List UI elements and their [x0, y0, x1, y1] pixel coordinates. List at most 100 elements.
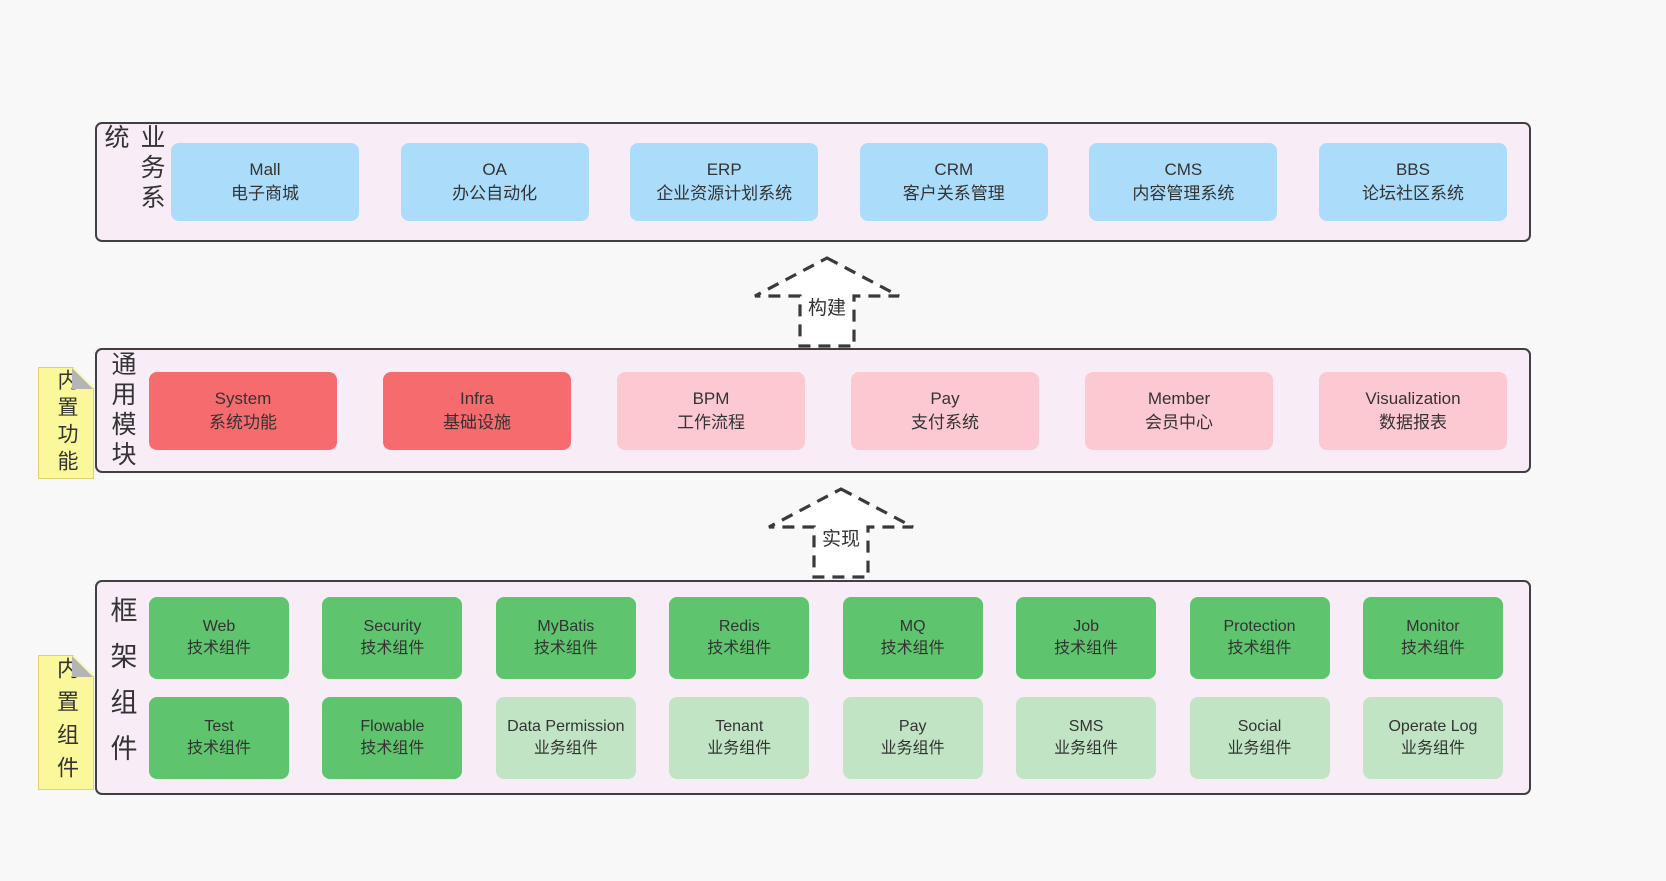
box-visualization: Visualization 数据报表: [1319, 371, 1507, 450]
box-subtitle: 业务组件: [1400, 739, 1465, 757]
box-title: Data Permission: [507, 718, 625, 736]
box-subtitle: 技术组件: [186, 639, 251, 657]
box-subtitle: 内容管理系统: [1132, 184, 1235, 203]
box-subtitle: 业务组件: [1054, 739, 1119, 757]
box-tenant: Tenant 业务组件: [669, 696, 810, 779]
box-bpm: BPM 工作流程: [617, 371, 805, 450]
box-mybatis: MyBatis 技术组件: [495, 596, 636, 679]
box-mq: MQ 技术组件: [842, 596, 983, 679]
box-test: Test 技术组件: [149, 696, 289, 779]
band-label-common-modules: 通用模块: [108, 350, 136, 471]
common-modules-row: System 系统功能 Infra 基础设施 BPM 工作流程 Pay 支付系统…: [147, 371, 1529, 450]
box-operate-log: Operate Log 业务组件: [1362, 696, 1503, 779]
box-title: Protection: [1223, 618, 1296, 636]
box-title: Operate Log: [1388, 718, 1478, 736]
business-systems-row: Mall 电子商城 OA 办公自动化 ERP 企业资源计划系统 CRM 客户关系…: [169, 143, 1529, 221]
box-monitor: Monitor 技术组件: [1362, 596, 1503, 679]
box-title: Test: [204, 718, 234, 736]
box-bbs: BBS 论坛社区系统: [1318, 143, 1507, 221]
box-social: Social 业务组件: [1189, 696, 1330, 779]
box-subtitle: 技术组件: [1054, 639, 1119, 657]
box-oa: OA 办公自动化: [400, 143, 589, 221]
box-title: MyBatis: [537, 618, 595, 636]
box-title: MQ: [899, 618, 926, 636]
box-title: Visualization: [1365, 388, 1461, 408]
box-title: Mall: [249, 160, 281, 180]
box-system: System 系统功能: [149, 371, 337, 450]
box-subtitle: 客户关系管理: [902, 184, 1005, 203]
box-subtitle: 业务组件: [533, 739, 598, 757]
box-member: Member 会员中心: [1085, 371, 1273, 450]
box-subtitle: 工作流程: [677, 412, 745, 432]
build-arrow: 构建: [752, 255, 902, 349]
box-subtitle: 会员中心: [1145, 412, 1213, 432]
box-subtitle: 企业资源计划系统: [656, 184, 793, 203]
box-sms: SMS 业务组件: [1016, 696, 1157, 779]
box-subtitle: 技术组件: [533, 639, 598, 657]
band-framework-components: 框架组件 Web 技术组件 Security 技术组件 MyBatis 技术组件…: [95, 580, 1531, 795]
box-subtitle: 技术组件: [1227, 639, 1292, 657]
box-subtitle: 系统功能: [209, 412, 277, 432]
band-label-framework-components: 框架组件: [106, 595, 137, 780]
band-business-systems: 业务系统 Mall 电子商城 OA 办公自动化 ERP 企业资源计划系统 CRM…: [95, 122, 1531, 242]
box-title: BBS: [1395, 160, 1430, 180]
box-subtitle: 技术组件: [1400, 639, 1465, 657]
box-subtitle: 论坛社区系统: [1361, 184, 1464, 203]
box-erp: ERP 企业资源计划系统: [630, 143, 819, 221]
framework-components-grid: Web 技术组件 Security 技术组件 MyBatis 技术组件 Redi…: [147, 596, 1529, 779]
box-subtitle: 技术组件: [880, 639, 945, 657]
box-title: Security: [363, 618, 422, 636]
box-subtitle: 技术组件: [186, 739, 251, 757]
box-title: System: [214, 388, 272, 408]
box-pay-biz: Pay 业务组件: [842, 696, 983, 779]
band-label-business-systems: 业务系统: [101, 124, 165, 214]
sticky-note-builtin-components: 内置组件: [38, 655, 94, 790]
box-title: Pay: [898, 718, 927, 736]
box-subtitle: 技术组件: [707, 639, 772, 657]
implement-arrow: 实现: [766, 486, 916, 580]
box-security: Security 技术组件: [322, 596, 463, 679]
box-subtitle: 办公自动化: [452, 184, 538, 203]
box-data-permission: Data Permission 业务组件: [495, 696, 636, 779]
sticky-note-text: 内置功能: [55, 369, 78, 477]
box-subtitle: 业务组件: [707, 739, 772, 757]
box-subtitle: 基础设施: [443, 412, 511, 432]
box-flowable: Flowable 技术组件: [322, 696, 463, 779]
box-pay: Pay 支付系统: [851, 371, 1039, 450]
box-title: BPM: [692, 388, 730, 408]
box-subtitle: 技术组件: [360, 739, 425, 757]
box-web: Web 技术组件: [149, 596, 289, 679]
box-title: Member: [1147, 388, 1211, 408]
box-job: Job 技术组件: [1016, 596, 1157, 679]
box-title: Tenant: [715, 718, 764, 736]
build-arrow-label: 构建: [804, 292, 850, 321]
implement-arrow-label: 实现: [818, 523, 864, 552]
box-cms: CMS 内容管理系统: [1089, 143, 1278, 221]
box-title: Pay: [930, 388, 960, 408]
folded-corner-icon: [72, 656, 93, 677]
box-subtitle: 数据报表: [1379, 412, 1447, 432]
box-infra: Infra 基础设施: [383, 371, 571, 450]
box-title: Flowable: [360, 718, 425, 736]
box-title: Web: [202, 618, 236, 636]
sticky-note-builtin-features: 内置功能: [38, 367, 94, 479]
box-title: OA: [482, 160, 507, 180]
box-subtitle: 业务组件: [1227, 739, 1292, 757]
box-crm: CRM 客户关系管理: [859, 143, 1048, 221]
box-redis: Redis 技术组件: [669, 596, 810, 679]
box-subtitle: 技术组件: [360, 639, 425, 657]
box-title: CRM: [934, 160, 974, 180]
box-subtitle: 电子商城: [231, 184, 299, 203]
box-protection: Protection 技术组件: [1189, 596, 1330, 679]
box-title: SMS: [1068, 718, 1104, 736]
box-title: Redis: [718, 618, 760, 636]
box-title: Social: [1237, 718, 1282, 736]
sticky-note-text: 内置组件: [54, 656, 79, 789]
box-mall: Mall 电子商城: [171, 143, 359, 221]
box-subtitle: 业务组件: [880, 739, 945, 757]
box-title: CMS: [1164, 160, 1203, 180]
band-common-modules: 通用模块 System 系统功能 Infra 基础设施 BPM 工作流程 Pay…: [95, 348, 1531, 473]
box-title: Job: [1073, 618, 1099, 636]
box-subtitle: 支付系统: [911, 412, 979, 432]
